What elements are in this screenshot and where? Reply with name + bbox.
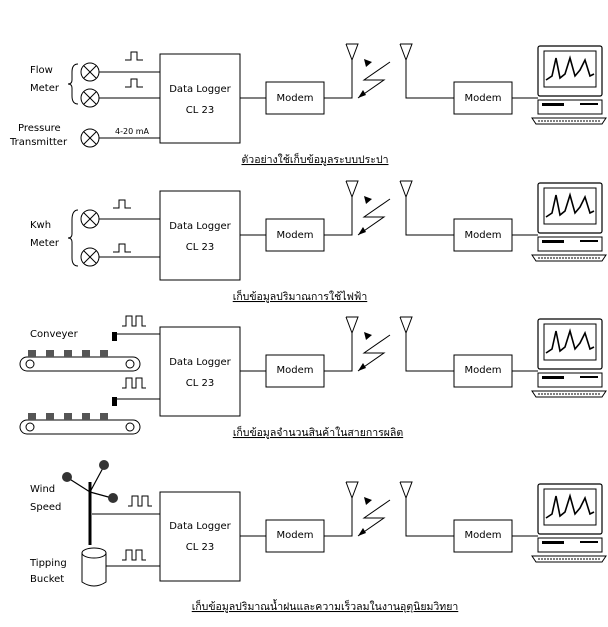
sensor-block-icon: [112, 397, 117, 406]
pressure-label-1: Pressure: [18, 123, 61, 134]
logger-model: CL 23: [186, 378, 214, 389]
pressure-sensor-icon: [80, 128, 100, 148]
tipping-label-2: Bucket: [30, 574, 64, 585]
modem-left-label: Modem: [277, 230, 314, 241]
flow-sensor-icon: [80, 88, 100, 108]
conveyer-label: Conveyer: [30, 329, 79, 340]
kwh-label-2: Meter: [30, 238, 60, 249]
kwh-label-1: Kwh: [30, 220, 51, 231]
caption-meteorology: เก็บข้อมูลปริมาณน้ำฝนและความเร็วลมในงานอ…: [192, 599, 459, 613]
anemometer-icon: [62, 460, 118, 545]
conveyer-belt-icon: [19, 349, 141, 372]
logger-title: Data Logger: [169, 84, 231, 95]
flow-brace: [67, 63, 79, 105]
modem-right-label: Modem: [465, 93, 502, 104]
pulse-signal-icon: [121, 549, 147, 561]
flow-sensor-icon: [80, 62, 100, 82]
flow-label-2: Meter: [30, 83, 60, 94]
modem-left-label: Modem: [277, 93, 314, 104]
kwh-sensor-icon: [80, 209, 100, 229]
panel-electricity: Data Logger CL 23 Modem Modem Kwh Meter …: [30, 180, 607, 303]
logger-model: CL 23: [186, 105, 214, 116]
pulse-signal-icon: [127, 495, 153, 507]
wind-label-1: Wind: [30, 484, 55, 495]
logger-model: CL 23: [186, 242, 214, 253]
tipping-label-1: Tipping: [29, 558, 67, 569]
logger-title: Data Logger: [169, 357, 231, 368]
flow-label-1: Flow: [30, 65, 53, 76]
pulse-signal-icon: [112, 199, 132, 209]
signal-label: 4-20 mA: [115, 127, 149, 136]
kwh-sensor-icon: [80, 247, 100, 267]
modem-right-label: Modem: [465, 530, 502, 541]
modem-left-label: Modem: [277, 530, 314, 541]
pressure-label-2: Transmitter: [9, 137, 68, 148]
pulse-signal-icon: [121, 377, 147, 389]
modem-left-label: Modem: [277, 365, 314, 376]
modem-right-label: Modem: [465, 365, 502, 376]
pulse-signal-icon: [112, 243, 132, 253]
panel-meteorology: Data Logger CL 23 Modem Modem Wind Speed…: [29, 460, 607, 613]
caption-water-supply: ตัวอย่างใช้เก็บข้อมูลระบบประปา: [241, 152, 388, 166]
modem-right-label: Modem: [465, 230, 502, 241]
panel-production-line: Data Logger CL 23 Modem Modem Conveyer เ…: [19, 315, 607, 439]
logger-title: Data Logger: [169, 221, 231, 232]
wind-label-2: Speed: [30, 502, 61, 513]
caption-electricity: เก็บข้อมูลปริมาณการใช้ไฟฟ้า: [233, 289, 368, 303]
logger-model: CL 23: [186, 542, 214, 553]
caption-production-line: เก็บข้อมูลจำนวนสินค้าในสายการผลิต: [233, 425, 403, 439]
pulse-signal-icon: [124, 51, 144, 61]
tipping-bucket-icon: [81, 547, 107, 587]
logger-title: Data Logger: [169, 521, 231, 532]
pulse-signal-icon: [121, 315, 147, 327]
kwh-brace: [67, 209, 79, 267]
conveyer-belt-icon: [19, 412, 141, 435]
pulse-signal-icon: [124, 78, 144, 88]
sensor-block-icon: [112, 332, 117, 341]
panel-water-supply: Data Logger CL 23 Modem Modem Flow Meter…: [9, 43, 607, 166]
